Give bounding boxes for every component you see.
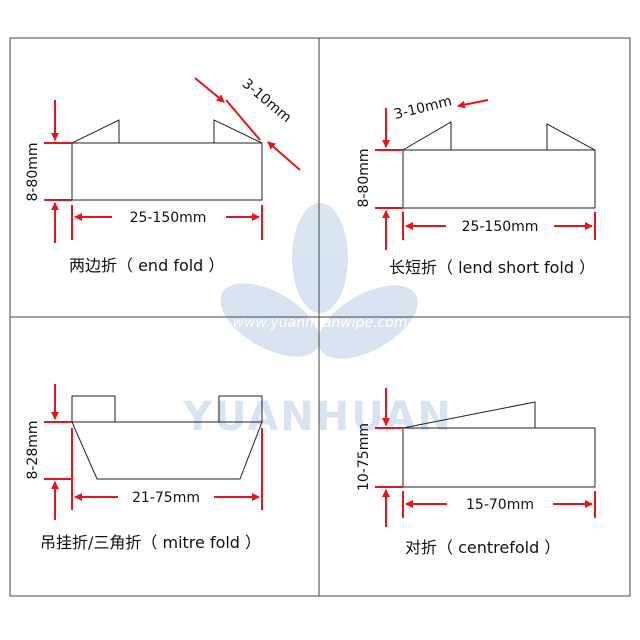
mitre-fold-width-dimension: [71, 428, 263, 510]
watermark-logo: [220, 203, 418, 359]
lend-short-fold-height-dimension: [375, 108, 403, 250]
end-fold-width-dimension: [71, 205, 263, 240]
watermark-brand: YUANHUAN: [182, 394, 453, 440]
end-fold-height-dimension: [44, 100, 72, 243]
panel-grid: [9, 37, 631, 597]
lend-short-fold-fold-dimension: [457, 99, 489, 109]
centrefold-caption: 对折（ centrefold ）: [405, 538, 560, 557]
mitre-fold-caption: 吊挂折/三角折（ mitre fold ）: [40, 533, 261, 552]
mitre-fold-width-label: 21-75mm: [132, 490, 200, 506]
end-fold-caption: 两边折（ end fold ）: [69, 256, 224, 275]
panel-lend-short-fold: 8-80mm 25-150mm 3-10mm 长短折（ lend short f…: [356, 93, 596, 277]
centrefold-height-dimension: [375, 388, 403, 527]
centrefold-width-dimension: [402, 491, 596, 518]
centrefold-height-label: 10-75mm: [356, 423, 372, 491]
watermark: www.yuanhuanwipe.com YUANHUAN: [182, 203, 453, 440]
panel-end-fold: 8-80mm 25-150mm 3-10mm 两边折（ end fold ）: [25, 76, 301, 275]
lend-short-fold-outline: [402, 121, 596, 209]
panel-mitre-fold: 8-28mm 21-75mm 吊挂折/三角折（ mitre fold ）: [25, 384, 263, 552]
end-fold-fold-dimension: [194, 77, 301, 171]
mitre-fold-height-dimension: [44, 384, 72, 520]
panel-centrefold: 10-75mm 15-70mm 对折（ centrefold ）: [356, 388, 596, 557]
end-fold-fold-label: 3-10mm: [239, 76, 295, 126]
lend-short-fold-width-label: 25-150mm: [462, 219, 539, 235]
lend-short-fold-height-label: 8-80mm: [356, 148, 372, 207]
centrefold-outline: [402, 401, 596, 488]
mitre-fold-outline: [71, 395, 263, 480]
lend-short-fold-width-dimension: [402, 212, 596, 240]
lend-short-fold-caption: 长短折（ lend short fold ）: [389, 258, 595, 277]
end-fold-height-label: 8-80mm: [25, 142, 41, 201]
end-fold-outline: [71, 119, 263, 201]
lend-short-fold-fold-label: 3-10mm: [392, 93, 453, 123]
centrefold-width-label: 15-70mm: [466, 497, 534, 513]
mitre-fold-height-label: 8-28mm: [25, 420, 41, 479]
end-fold-width-label: 25-150mm: [130, 210, 207, 226]
watermark-url: www.yuanhuanwipe.com: [233, 315, 408, 331]
